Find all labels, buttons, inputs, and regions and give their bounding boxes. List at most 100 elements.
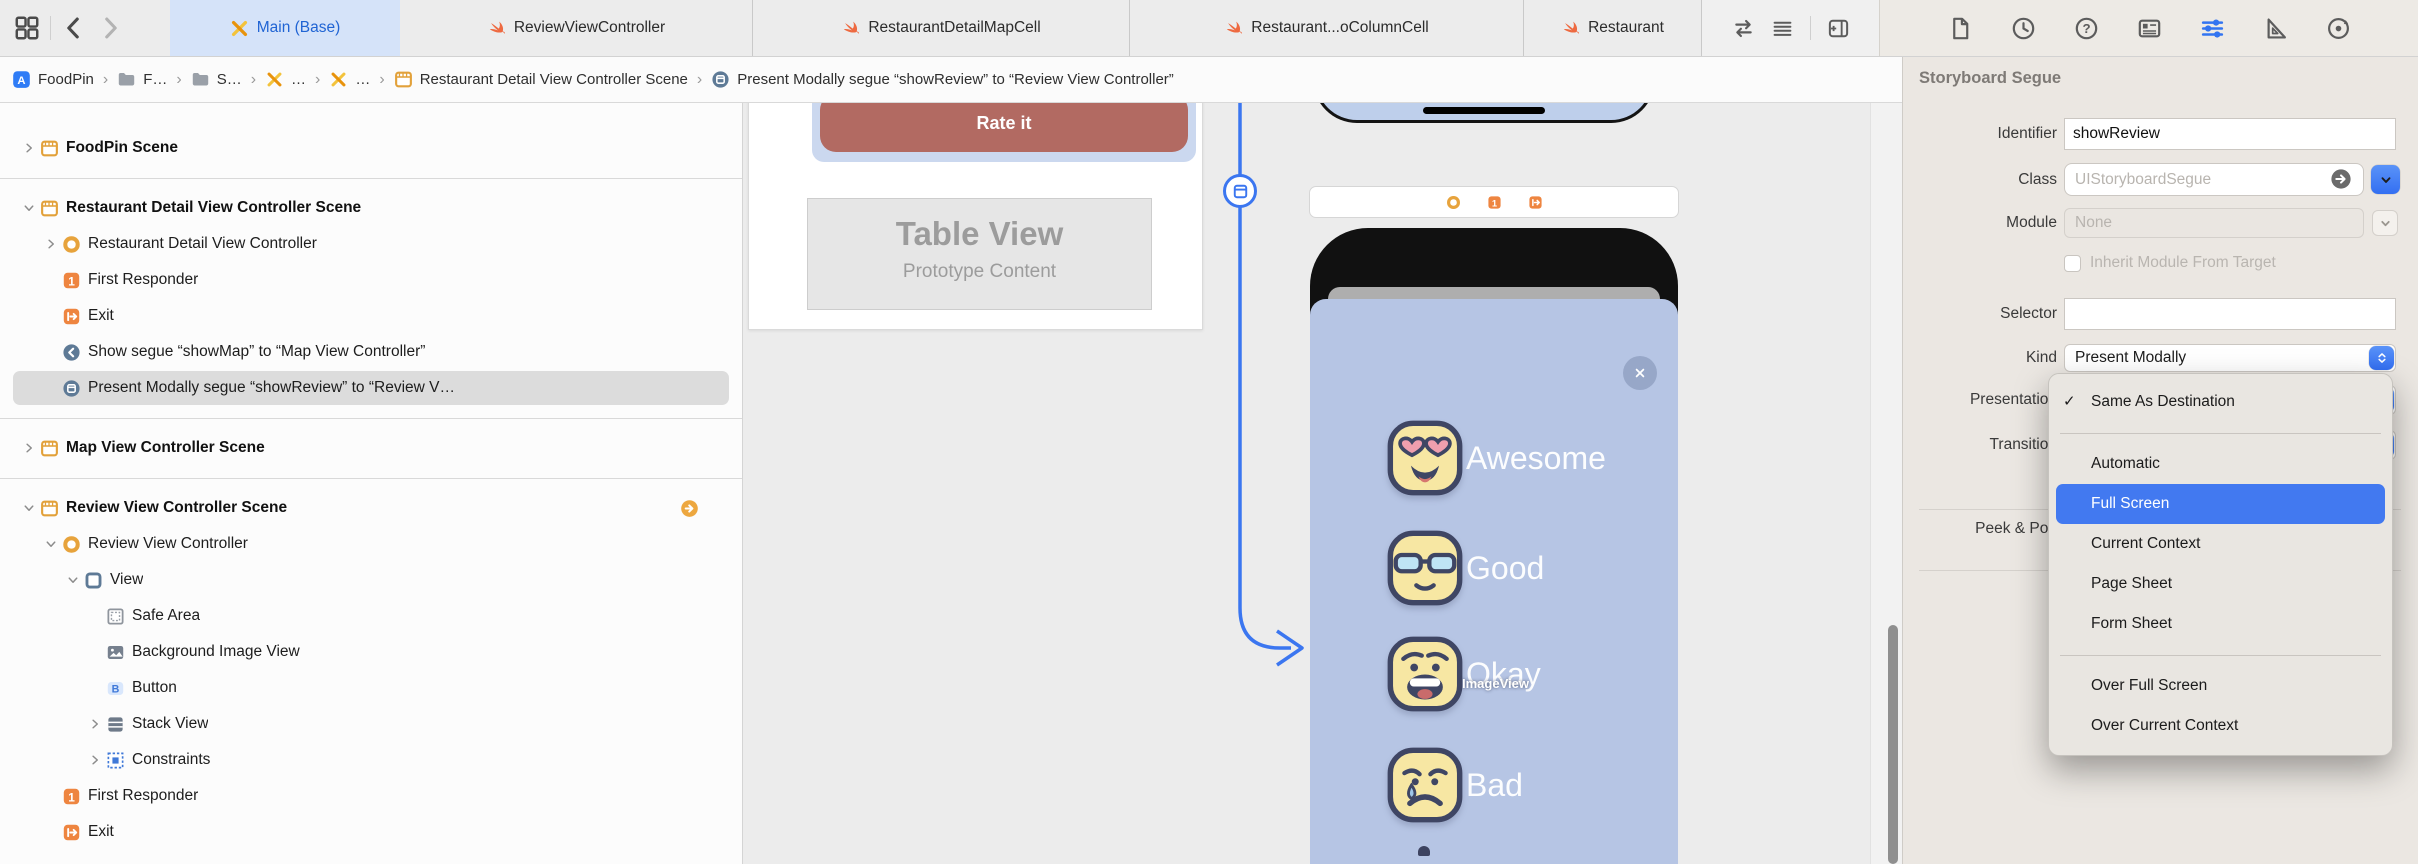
attributes-inspector-icon[interactable] xyxy=(2200,16,2225,41)
editor-tab-main-base-[interactable]: Main (Base) xyxy=(170,0,400,56)
history-inspector-icon[interactable] xyxy=(2011,16,2036,41)
close-button[interactable] xyxy=(1623,356,1657,390)
rating-row-okay[interactable]: Okay xyxy=(1386,634,1541,714)
outline-row-stack-view[interactable]: Stack View xyxy=(0,706,742,742)
inherit-module-checkbox[interactable] xyxy=(2064,254,2081,272)
module-dropdown-button[interactable] xyxy=(2372,210,2398,236)
kind-popup[interactable]: Present Modally xyxy=(2064,344,2396,372)
storyboard-canvas[interactable]: Rate it Table View Prototype Content 1 A… xyxy=(743,103,1902,864)
menu-item-page-sheet[interactable]: Page Sheet xyxy=(2049,564,2392,604)
outline-row-exit[interactable]: Exit xyxy=(0,814,742,850)
disclosure-triangle[interactable] xyxy=(20,439,38,457)
size-inspector-icon[interactable] xyxy=(2263,16,2288,41)
outline-row-constraints[interactable]: Constraints xyxy=(0,742,742,778)
disclosure-triangle[interactable] xyxy=(20,199,38,217)
identifier-field[interactable] xyxy=(2064,118,2396,150)
rating-row-bad[interactable]: Bad xyxy=(1386,745,1523,825)
present-modally-segue-badge[interactable] xyxy=(1223,174,1257,208)
editor-options-icon[interactable] xyxy=(1771,17,1794,40)
breadcrumb-item[interactable]: Restaurant Detail View Controller Scene xyxy=(394,70,688,89)
editor-tab-restaurantdetailmapcell[interactable]: RestaurantDetailMapCell xyxy=(753,0,1130,56)
outline-row-map-view-controller-scene[interactable]: Map View Controller Scene xyxy=(0,430,742,466)
editor-tab-restaurant[interactable]: Restaurant xyxy=(1524,0,1702,56)
breadcrumb-item[interactable]: Present Modally segue “showReview” to “R… xyxy=(711,70,1174,89)
scene-dock[interactable]: 1 xyxy=(1309,186,1679,218)
disclosure-spacer xyxy=(42,343,60,361)
file-inspector-icon[interactable] xyxy=(1948,16,1973,41)
forward-icon[interactable] xyxy=(97,15,123,41)
kind-stepper-button[interactable] xyxy=(2369,346,2394,370)
outline-row-present-modally-segue-showreview-to-review-v[interactable]: Present Modally segue “showReview” to “R… xyxy=(0,370,742,406)
identity-inspector-icon[interactable] xyxy=(2137,16,2162,41)
class-combo[interactable]: UIStoryboardSegue xyxy=(2064,163,2400,196)
restaurant-detail-table-view[interactable]: Rate it Table View Prototype Content xyxy=(748,103,1203,330)
breadcrumb-item[interactable]: … xyxy=(329,70,370,89)
outline-row-show-segue-showmap-to-map-view-controller[interactable]: Show segue “showMap” to “Map View Contro… xyxy=(0,334,742,370)
outline-row-foodpin-scene[interactable]: FoodPin Scene xyxy=(0,130,742,166)
scene-icon xyxy=(394,70,413,89)
outline-row-label: Stack View xyxy=(132,715,209,732)
breadcrumb-item[interactable]: S… xyxy=(191,70,242,89)
class-dropdown-button[interactable] xyxy=(2371,165,2400,194)
menu-item-over-current-context[interactable]: Over Current Context xyxy=(2049,706,2392,746)
disclosure-triangle[interactable] xyxy=(42,235,60,253)
menu-item-automatic[interactable]: Automatic xyxy=(2049,444,2392,484)
outline-row-review-view-controller-scene[interactable]: Review View Controller Scene xyxy=(0,490,742,526)
add-editor-icon[interactable] xyxy=(1827,17,1850,40)
menu-item-over-full-screen[interactable]: Over Full Screen xyxy=(2049,666,2392,706)
rate-button-cell: Rate it xyxy=(812,103,1196,162)
swift-icon xyxy=(487,19,506,38)
constraints-icon xyxy=(106,751,125,770)
rate-it-button[interactable]: Rate it xyxy=(820,103,1188,152)
menu-item-current-context[interactable]: Current Context xyxy=(2049,524,2392,564)
navigator-overview-icon[interactable] xyxy=(14,15,40,41)
disclosure-triangle[interactable] xyxy=(86,751,104,769)
outline-row-view[interactable]: View xyxy=(0,562,742,598)
editor-tab-reviewviewcontroller[interactable]: ReviewViewController xyxy=(400,0,753,56)
disclosure-triangle[interactable] xyxy=(20,499,38,517)
segue-connection-line[interactable] xyxy=(743,103,1902,864)
exit-icon[interactable] xyxy=(1528,195,1543,210)
code-review-icon[interactable] xyxy=(1732,17,1755,40)
back-icon[interactable] xyxy=(61,15,87,41)
outline-row-background-image-view[interactable]: Background Image View xyxy=(0,634,742,670)
breadcrumb-item[interactable]: F… xyxy=(117,70,167,89)
outline-row-exit[interactable]: Exit xyxy=(0,298,742,334)
entry-arrow-icon xyxy=(680,499,699,518)
disclosure-triangle[interactable] xyxy=(20,139,38,157)
outline-row-restaurant-detail-view-controller[interactable]: Restaurant Detail View Controller xyxy=(0,226,742,262)
class-jump-icon[interactable] xyxy=(2330,168,2352,190)
module-combo[interactable]: None xyxy=(2064,208,2398,238)
first-responder-icon[interactable]: 1 xyxy=(1487,195,1502,210)
restaurant-detail-phone-bottom[interactable] xyxy=(1313,103,1655,123)
breadcrumb-separator: › xyxy=(250,70,257,88)
disclosure-triangle[interactable] xyxy=(42,535,60,553)
swift-icon xyxy=(841,19,860,38)
disclosure-triangle[interactable] xyxy=(64,571,82,589)
menu-item-same-as-destination[interactable]: ✓Same As Destination xyxy=(2049,382,2392,422)
menu-item-form-sheet[interactable]: Form Sheet xyxy=(2049,604,2392,644)
breadcrumb-item[interactable]: … xyxy=(265,70,306,89)
menu-item-full-screen[interactable]: Full Screen xyxy=(2056,484,2385,524)
navigation-controls xyxy=(0,0,170,56)
outline-row-safe-area[interactable]: Safe Area xyxy=(0,598,742,634)
rating-row-awesome[interactable]: Awesome xyxy=(1386,418,1606,498)
outline-row-review-view-controller[interactable]: Review View Controller xyxy=(0,526,742,562)
disclosure-triangle[interactable] xyxy=(86,715,104,733)
rating-row-good[interactable]: Good xyxy=(1386,528,1544,608)
scrollbar-thumb[interactable] xyxy=(1888,625,1898,864)
quick-help-icon[interactable]: ? xyxy=(2074,16,2099,41)
view-controller-icon[interactable] xyxy=(1446,195,1461,210)
connections-inspector-icon[interactable] xyxy=(2326,16,2351,41)
selector-field[interactable] xyxy=(2064,298,2396,330)
editor-tab-restaurant-ocolumncell[interactable]: Restaurant...oColumnCell xyxy=(1130,0,1524,56)
outline-row-restaurant-detail-view-controller-scene[interactable]: Restaurant Detail View Controller Scene xyxy=(0,190,742,226)
peek-and-pop-label: Peek & Pop xyxy=(1975,520,2057,537)
